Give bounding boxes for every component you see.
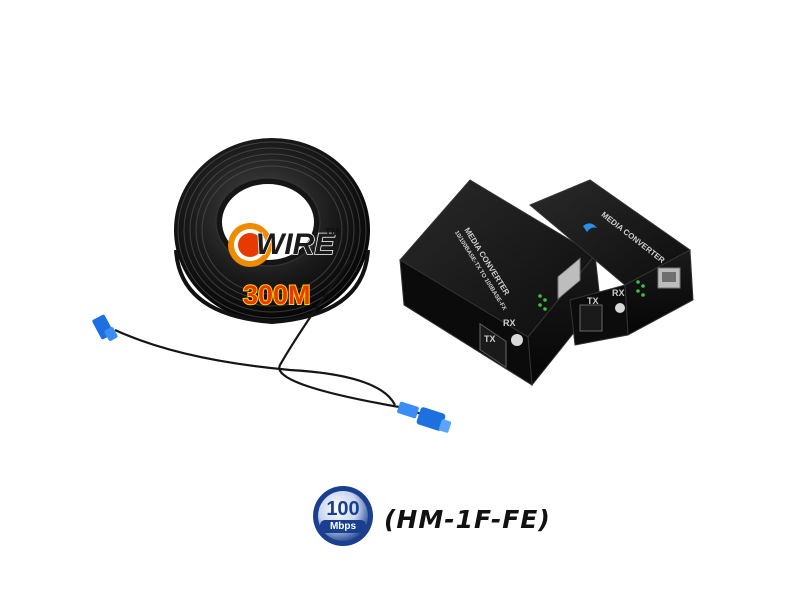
media-converter-back	[529, 179, 694, 346]
brand-badge	[228, 223, 272, 267]
sc-connector-left	[92, 314, 118, 341]
converter-back-port-tx: TX	[587, 296, 599, 306]
converter-port-tx: TX	[484, 334, 496, 344]
brand-logo-text: WIRE	[255, 227, 335, 262]
speed-badge-value: 100	[326, 498, 360, 520]
speed-badge	[313, 486, 373, 546]
trademark-mark: TM	[325, 227, 340, 238]
converter-back-port-rx: RX	[612, 288, 625, 298]
speed-badge-unit: Mbps	[329, 521, 357, 532]
sc-connector-right	[397, 401, 452, 433]
cable-length-label: 300M	[242, 279, 312, 311]
model-number: (HM-1F-FE)	[384, 505, 551, 534]
media-converter-front	[399, 179, 601, 387]
converter-port-rx: RX	[503, 318, 516, 328]
